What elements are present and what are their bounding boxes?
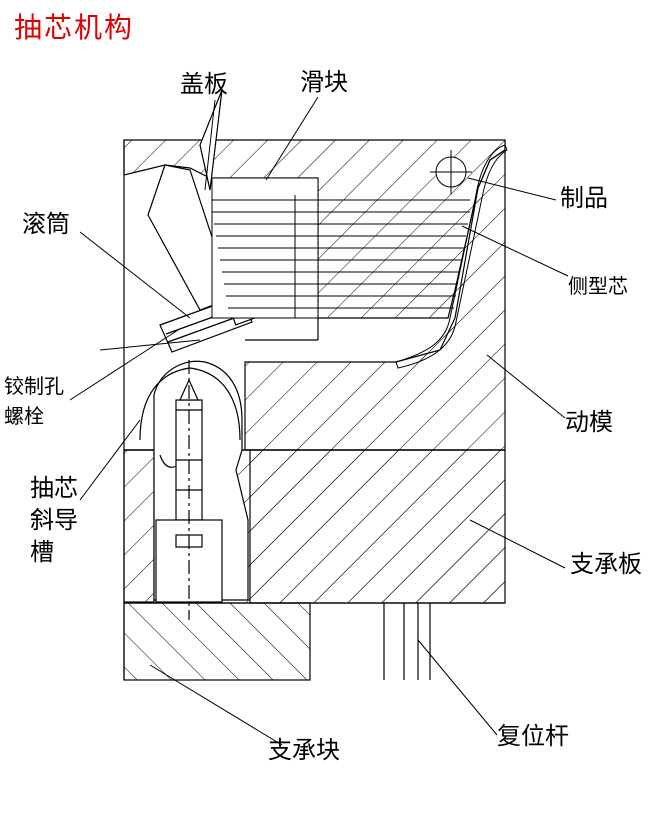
label-core-pull-groove-2: 斜导 bbox=[30, 506, 78, 534]
label-core-pull-groove-3: 槽 bbox=[30, 538, 54, 566]
label-reamed-bolt-2: 螺栓 bbox=[4, 404, 44, 428]
label-side-core: 侧型芯 bbox=[568, 274, 628, 298]
label-support-block: 支承块 bbox=[268, 736, 340, 764]
label-support-plate: 支承板 bbox=[570, 550, 642, 578]
diagram-title: 抽芯机构 bbox=[14, 11, 135, 44]
support-block bbox=[123, 602, 311, 681]
label-roller: 滚筒 bbox=[22, 210, 70, 238]
label-reset-rod: 复位杆 bbox=[497, 722, 569, 750]
side-core bbox=[211, 177, 470, 319]
label-cover-plate: 盖板 bbox=[180, 70, 228, 98]
label-moving-mold: 动模 bbox=[565, 408, 613, 436]
locating-pin-circle bbox=[430, 150, 472, 194]
product bbox=[395, 144, 508, 369]
leader-lines bbox=[69, 96, 569, 746]
label-slider: 滑块 bbox=[300, 68, 348, 96]
label-reamed-bolt-1: 铰制孔 bbox=[4, 374, 64, 398]
label-core-pull-groove-1: 抽芯 bbox=[30, 474, 78, 502]
reset-rod bbox=[383, 603, 431, 680]
reamed-bolt bbox=[155, 360, 223, 620]
label-product: 制品 bbox=[560, 184, 608, 212]
